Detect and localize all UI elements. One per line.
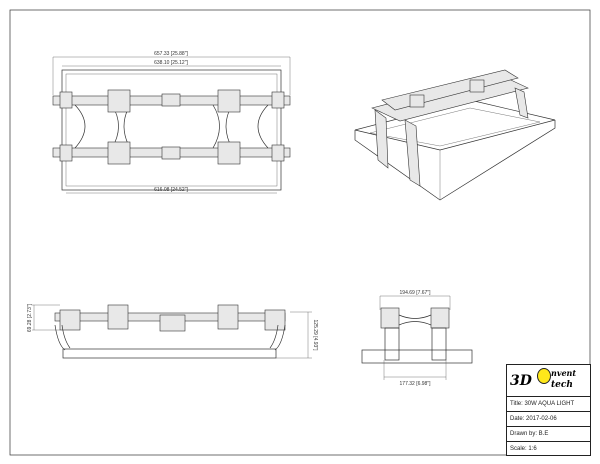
top-view: 657.33 [25.88"] 638.10 [25.12"] 616.08 [… xyxy=(52,51,291,194)
side-view: 194.69 [7.67"] 177.32 [6.98"] xyxy=(361,290,473,387)
dim-side-bottom: 177.32 [6.98"] xyxy=(400,381,432,387)
title-block: 3D nvent tech Title: 30W AQUA LIGHT Date… xyxy=(506,364,591,456)
sheet-border xyxy=(9,9,591,456)
dim-height-right: 125.29 [4.93"] xyxy=(312,320,318,352)
date-field: Date: 2017-02-06 xyxy=(507,411,590,426)
logo-3d: 3D xyxy=(510,373,532,389)
dim-inner-width: 638.10 [25.12"] xyxy=(154,60,188,66)
dim-overall-width: 657.33 [25.88"] xyxy=(154,51,188,57)
dim-height-left: 69.28 [2.73"] xyxy=(27,303,33,332)
dim-side-top: 194.69 [7.67"] xyxy=(400,290,432,296)
lightbulb-icon xyxy=(537,368,551,384)
logo-tech: tech xyxy=(551,380,573,390)
drawn-by-field: Drawn by: B.E xyxy=(507,426,590,441)
isometric-view xyxy=(354,69,556,201)
front-view: 69.28 [2.73"] 125.29 [4.93"] xyxy=(27,303,318,359)
logo-invent: nvent xyxy=(551,368,577,378)
scale-field: Scale: 1:6 xyxy=(507,441,590,456)
dim-bottom-width: 616.08 [24.52"] xyxy=(154,187,188,193)
title-field: Title: 30W AQUA LIGHT xyxy=(507,396,590,411)
logo: 3D nvent tech xyxy=(507,365,590,396)
